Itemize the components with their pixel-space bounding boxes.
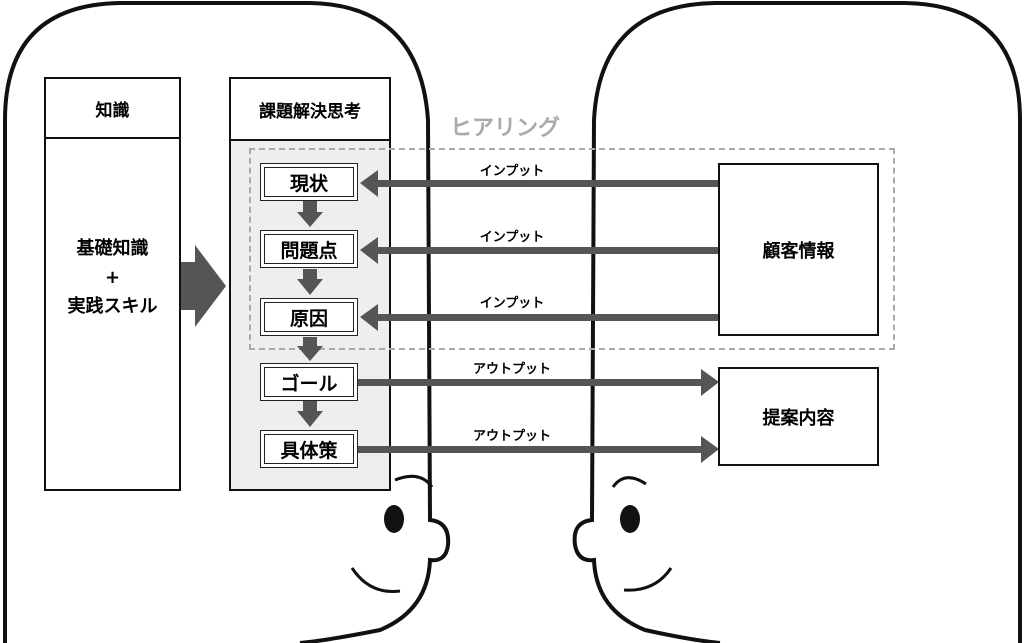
step-arrow <box>303 269 317 280</box>
knowledge-panel: 知識 基礎知識 + 実践スキル <box>44 77 181 491</box>
left-mouth <box>350 567 401 594</box>
step-arrow <box>297 411 323 427</box>
output-label: アウトプット <box>472 362 551 377</box>
step-arrow <box>297 279 323 295</box>
proposal-box: 提案内容 <box>718 367 879 466</box>
knowledge-title: 知識 <box>46 79 179 139</box>
input-arrow <box>375 247 718 254</box>
input-label: インプット <box>479 296 545 311</box>
input-arrow-head <box>360 237 378 264</box>
step-arrow <box>303 337 317 347</box>
input-arrow-head <box>360 304 378 331</box>
knowledge-line-2: 実践スキル <box>67 296 158 317</box>
output-arrow-head <box>701 436 719 463</box>
step-arrow <box>303 201 317 213</box>
hearing-label: ヒアリング <box>450 116 561 141</box>
step-arrow <box>303 401 317 412</box>
step-arrow <box>297 212 323 227</box>
knowledge-to-thinking-arrow <box>180 245 226 327</box>
output-arrow <box>358 379 703 386</box>
right-head-outline <box>572 1 1022 643</box>
left-eyebrow <box>394 474 434 488</box>
output-label: アウトプット <box>472 429 551 444</box>
proposal-label: 提案内容 <box>762 407 835 429</box>
output-arrow-head <box>701 369 719 396</box>
right-eye <box>620 505 640 533</box>
left-head-outline <box>3 1 451 643</box>
knowledge-plus: + <box>104 267 121 288</box>
step-solution: 具体策 <box>260 430 358 468</box>
step-arrow <box>297 346 323 361</box>
customer-info-box: 顧客情報 <box>718 163 879 336</box>
step-problem: 問題点 <box>260 230 358 268</box>
output-arrow <box>358 446 703 453</box>
step-current-state: 現状 <box>260 163 358 201</box>
input-label: インプット <box>479 230 545 245</box>
knowledge-line-1: 基礎知識 <box>76 238 149 259</box>
right-eyebrow <box>611 476 647 488</box>
thinking-title: 課題解決思考 <box>231 79 389 141</box>
input-arrow-head <box>360 170 378 197</box>
hearing-region <box>249 148 895 350</box>
step-cause: 原因 <box>260 298 358 336</box>
customer-info-label: 顧客情報 <box>762 240 835 262</box>
input-arrow <box>375 314 718 321</box>
right-mouth <box>623 567 673 592</box>
step-goal: ゴール <box>260 363 358 401</box>
input-label: インプット <box>479 164 545 179</box>
left-eye <box>384 505 404 533</box>
input-arrow <box>375 180 718 187</box>
